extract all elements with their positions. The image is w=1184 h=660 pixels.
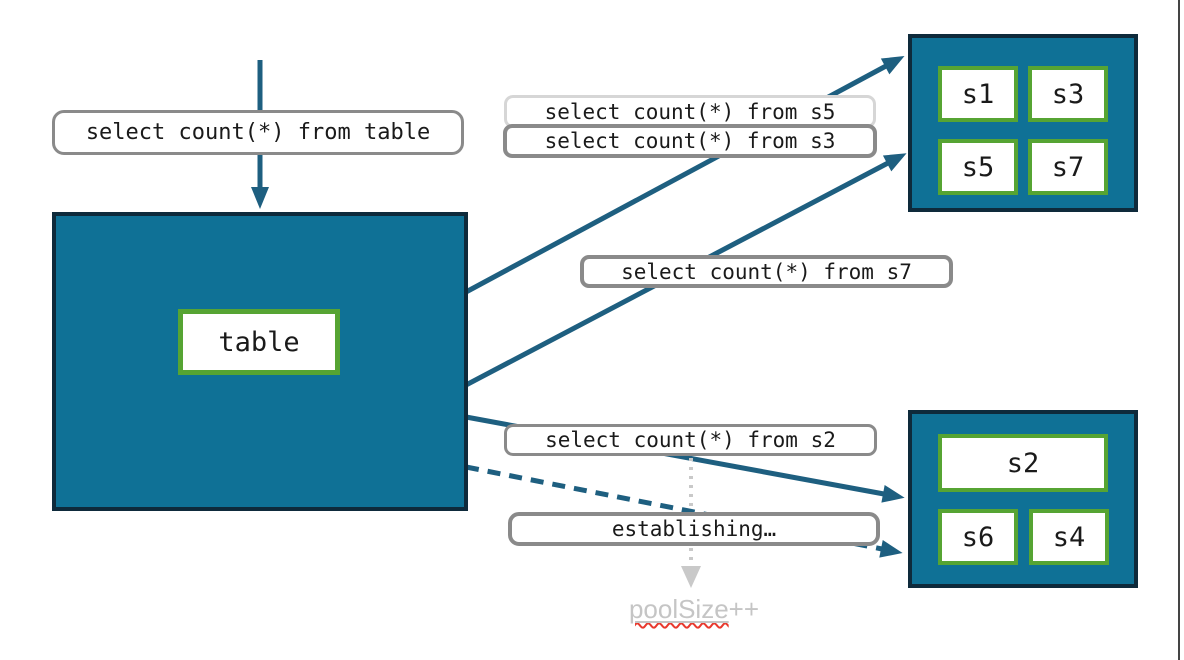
- poolsize-word: poolSize: [628, 594, 729, 624]
- shard-cell-s4: s4: [1029, 509, 1109, 565]
- shard-cell-s7: s7: [1028, 139, 1108, 195]
- poolsize-note: poolSize++: [544, 594, 844, 626]
- shard-cell-s3-label: s3: [1051, 78, 1085, 110]
- status-label-establishing: establishing…: [508, 512, 880, 546]
- query-label-s5-text: select count(*) from s5: [544, 99, 836, 124]
- poolsize-suffix: ++: [728, 594, 760, 624]
- table-node: table: [52, 212, 468, 511]
- query-label-table-text: select count(*) from table: [85, 120, 431, 145]
- shard-group-bottom: s2 s6 s4: [908, 410, 1138, 588]
- table-cell: table: [178, 309, 340, 375]
- query-label-table: select count(*) from table: [52, 110, 464, 155]
- query-label-s2-text: select count(*) from s2: [545, 428, 836, 452]
- query-label-s7-text: select count(*) from s7: [621, 259, 912, 284]
- shard-cell-s4-label: s4: [1052, 521, 1086, 553]
- slide-right-edge: [1178, 0, 1180, 660]
- shard-cell-s5: s5: [938, 139, 1018, 195]
- query-label-s3: select count(*) from s3: [503, 124, 877, 158]
- shard-cell-s5-label: s5: [961, 151, 995, 183]
- shard-cell-s3: s3: [1028, 66, 1108, 122]
- shard-cell-s2: s2: [938, 434, 1108, 492]
- table-cell-label: table: [218, 326, 300, 358]
- shard-cell-s1-label: s1: [961, 78, 995, 110]
- shard-cell-s2-label: s2: [1006, 447, 1040, 479]
- shard-cell-s6-label: s6: [961, 521, 995, 553]
- shard-cell-s6: s6: [938, 509, 1018, 565]
- query-label-s5: select count(*) from s5: [504, 95, 876, 128]
- shard-group-top: s1 s3 s5 s7: [908, 34, 1138, 212]
- shard-cell-s7-label: s7: [1051, 151, 1085, 183]
- shard-cell-s1: s1: [938, 66, 1018, 122]
- query-label-s2: select count(*) from s2: [504, 424, 877, 456]
- query-label-s7: select count(*) from s7: [580, 255, 953, 288]
- query-label-s3-text: select count(*) from s3: [544, 129, 836, 153]
- status-label-establishing-text: establishing…: [611, 517, 777, 541]
